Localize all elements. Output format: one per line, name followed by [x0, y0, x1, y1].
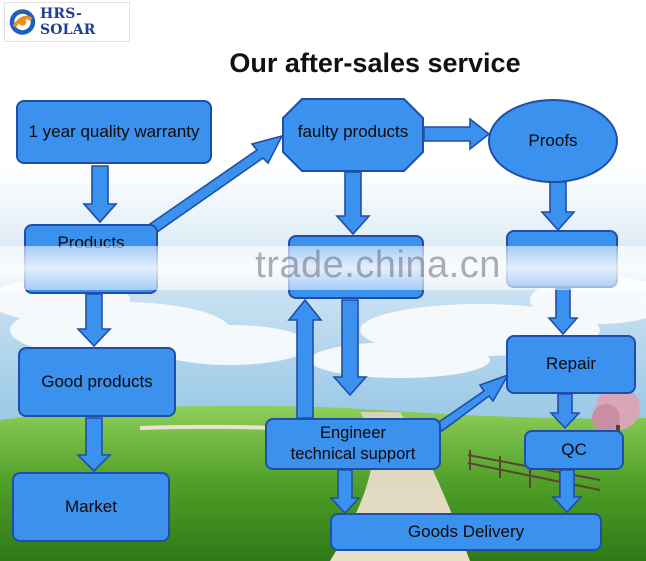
company-logo: HRS-SOLAR: [4, 2, 130, 42]
node-qc: QC: [524, 430, 624, 470]
node-market-label: Market: [65, 496, 117, 516]
node-faulty-products-label: faulty products: [297, 121, 409, 141]
node-warranty: 1 year quality warranty: [16, 100, 212, 164]
node-goods-delivery-label: Goods Delivery: [407, 521, 525, 541]
node-engineer-support-label: Engineer technical support: [290, 423, 416, 463]
octagon-shape: [282, 98, 424, 172]
node-proofs: Proofs: [488, 99, 618, 183]
node-warranty-label: 1 year quality warranty: [28, 121, 200, 141]
watermark-band: [0, 246, 646, 290]
watermark-text: trade.china.cn: [255, 244, 501, 286]
logo-text: HRS-SOLAR: [39, 6, 96, 38]
node-repair: Repair: [506, 335, 636, 394]
node-engineer-support: Engineer technical support: [265, 418, 441, 470]
node-good-products: Good products: [18, 347, 176, 417]
sun-logo-icon: [9, 9, 36, 35]
node-good-products-label: Good products: [41, 371, 153, 391]
node-qc-label: QC: [561, 439, 587, 459]
page-title: Our after-sales service: [229, 48, 521, 78]
node-faulty-products: faulty products: [282, 98, 424, 172]
node-goods-delivery: Goods Delivery: [330, 513, 602, 551]
node-repair-label: Repair: [545, 354, 597, 374]
node-market: Market: [12, 472, 170, 542]
node-proofs-label: Proofs: [528, 130, 578, 150]
